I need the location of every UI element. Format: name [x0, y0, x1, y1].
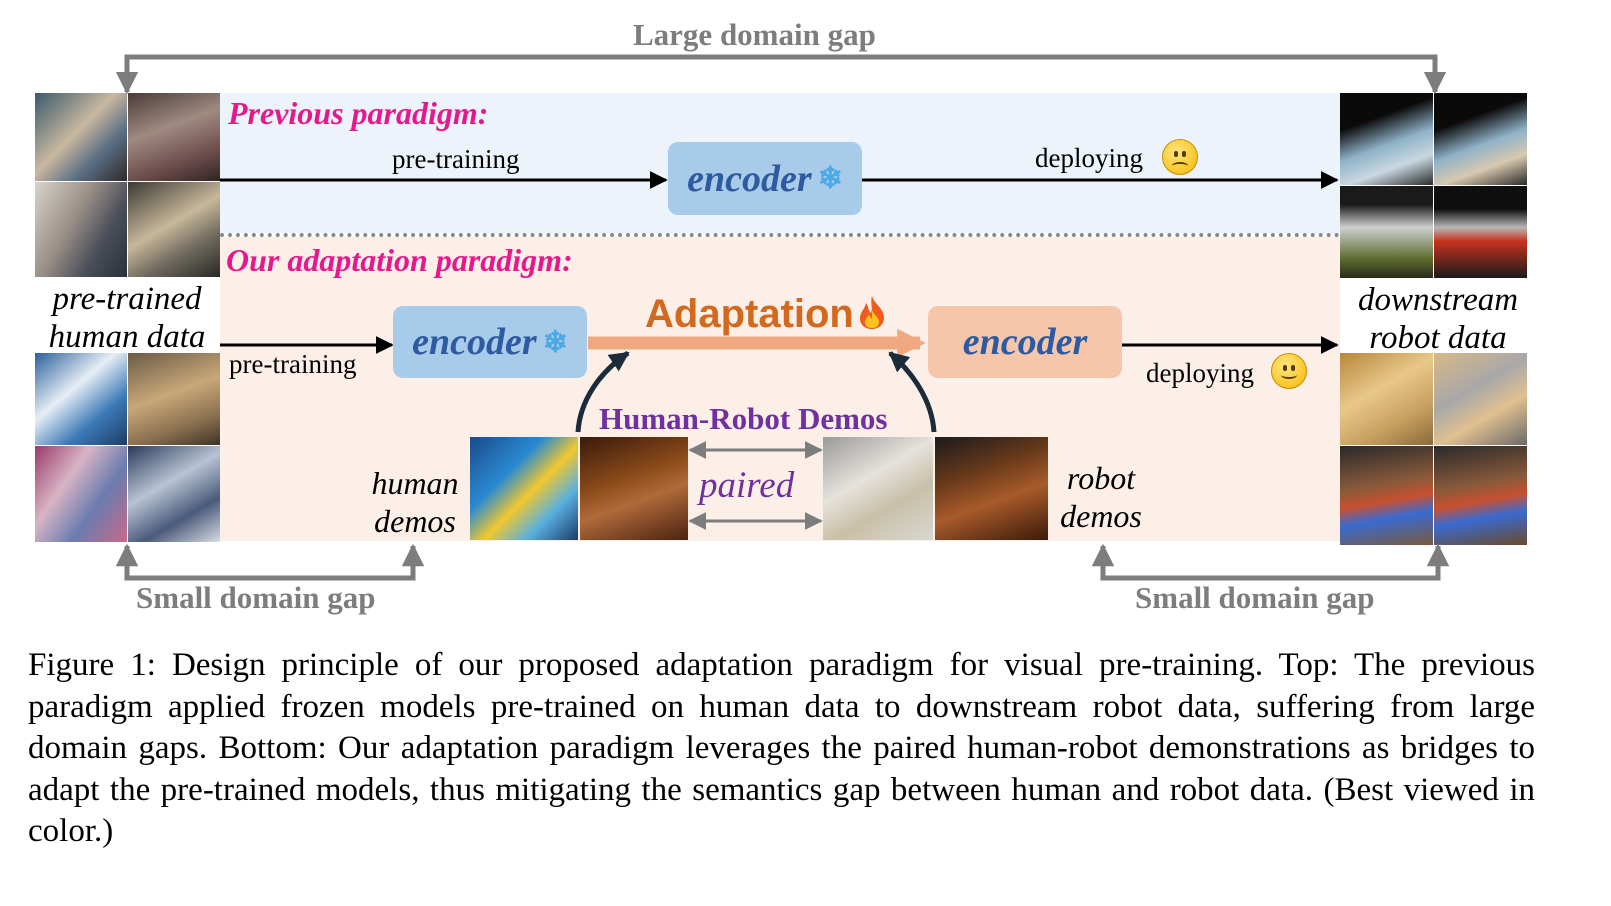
- ours-deploying-label: deploying: [1146, 358, 1254, 388]
- encoder-label: encoder: [412, 321, 537, 363]
- robot-image-4: [1434, 186, 1527, 278]
- previous-paradigm-heading: Previous paradigm:: [228, 95, 489, 131]
- large-gap-bracket: [115, 54, 1447, 95]
- demo-curve-left: [575, 350, 630, 433]
- adaptation-label: Adaptation: [645, 294, 888, 334]
- robot-demos-line-1: robot: [1066, 460, 1136, 496]
- adaptation-paradigm-heading: Our adaptation paradigm:: [226, 242, 573, 278]
- caption-text: Design principle of our proposed adaptat…: [28, 647, 1536, 850]
- human-demos-line-2: demos: [374, 503, 456, 539]
- robot-data-line-1: downstream: [1357, 282, 1519, 318]
- adaptation-paradigm-band: [220, 237, 1340, 541]
- figure: Large domain gap Small domain gap Small …: [30, 17, 1536, 615]
- human-demos-line-1: human: [371, 465, 459, 501]
- human-image-1: [35, 93, 127, 181]
- encoder-label: encoder: [962, 321, 1088, 363]
- prev-frozen-encoder: encoder ❄: [668, 142, 862, 215]
- human-image-8: [128, 446, 220, 542]
- demo-curve-right: [888, 351, 937, 433]
- ours-adapted-encoder: encoder: [928, 306, 1122, 378]
- small-domain-gap-label-right: Small domain gap: [1135, 580, 1375, 615]
- snowflake-icon: ❄: [542, 325, 568, 359]
- caption-label: Figure 1:: [28, 647, 156, 683]
- prev-deploying-label: deploying: [1035, 143, 1143, 173]
- robot-image-2: [1434, 93, 1527, 185]
- human-image-2: [128, 93, 220, 181]
- fire-icon: [859, 296, 884, 329]
- robot-image-3: [1340, 186, 1433, 278]
- robot-image-1: [1340, 93, 1433, 185]
- robot-demos-line-2: demos: [1060, 498, 1142, 534]
- human-data-line-1: pre-trained: [52, 281, 202, 317]
- sad-face-icon: [1162, 139, 1198, 175]
- figure-caption: Figure 1: Design principle of our propos…: [28, 645, 1535, 853]
- ours-pretraining-label: pre-training: [229, 349, 357, 379]
- paired-label: paired: [699, 465, 795, 506]
- robot-image-8: [1434, 446, 1527, 545]
- paradigm-divider: [220, 233, 1340, 237]
- smile-face-icon: [1271, 353, 1307, 389]
- human-data-line-2: human data: [48, 319, 206, 355]
- adaptation-text: Adaptation: [645, 292, 854, 336]
- encoder-label: encoder: [687, 157, 812, 200]
- ours-frozen-encoder: encoder ❄: [393, 306, 587, 378]
- human-demos-label: human demos: [362, 464, 468, 540]
- robot-demo-image-2: [935, 437, 1048, 540]
- robot-data-line-2: robot data: [1369, 320, 1507, 356]
- prev-pretraining-label: pre-training: [392, 144, 520, 174]
- human-demo-image-1: [470, 437, 578, 540]
- robot-image-6: [1434, 353, 1527, 445]
- small-gap-bracket-right: [1091, 543, 1450, 581]
- figure-arrows: [115, 54, 1450, 581]
- human-image-7: [35, 446, 127, 542]
- pretrained-human-data-label: pre-trained human data: [30, 280, 224, 356]
- small-domain-gap-label-left: Small domain gap: [136, 580, 376, 615]
- downstream-robot-data-label: downstream robot data: [1340, 281, 1536, 357]
- snowflake-icon: ❄: [817, 162, 843, 195]
- human-image-4: [128, 182, 220, 277]
- human-image-6: [128, 353, 220, 445]
- robot-image-7: [1340, 446, 1433, 545]
- robot-image-5: [1340, 353, 1433, 445]
- robot-demo-image-1: [823, 437, 933, 540]
- human-image-5: [35, 353, 127, 445]
- human-demo-image-2: [580, 437, 688, 540]
- large-domain-gap-label: Large domain gap: [633, 17, 876, 52]
- human-robot-demos-title: Human-Robot Demos: [599, 401, 888, 436]
- robot-demos-label: robot demos: [1049, 459, 1153, 535]
- human-image-3: [35, 182, 127, 277]
- small-gap-bracket-left: [115, 543, 425, 581]
